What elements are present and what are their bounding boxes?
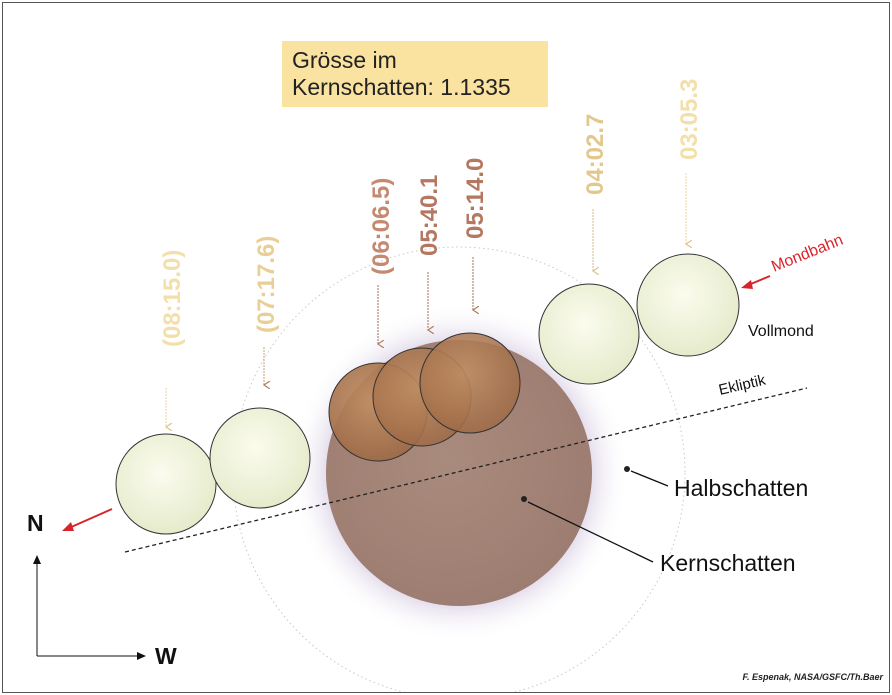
time-label: 04:02.7	[582, 114, 609, 195]
time-label: (06:06.5)	[368, 178, 395, 275]
time-label: 05:14.0	[462, 158, 489, 239]
north-axis-head	[33, 555, 41, 564]
halbschatten-label: Halbschatten	[674, 475, 808, 501]
kernschatten-dot	[521, 496, 527, 502]
kernschatten-label: Kernschatten	[660, 550, 796, 576]
mondbahn-label: Mondbahn	[769, 232, 845, 276]
west-axis-head	[137, 652, 146, 660]
vollmond-label: Vollmond	[748, 323, 814, 340]
moon-05-14	[420, 333, 520, 433]
halbschatten-dot	[624, 466, 630, 472]
time-label: 03:05.3	[676, 79, 703, 160]
exit-arrow-head	[62, 522, 74, 531]
time-label: (08:15.0)	[159, 250, 186, 347]
moon-03-05	[637, 254, 739, 356]
north-label: N	[27, 510, 44, 536]
west-label: W	[155, 643, 177, 669]
time-label: (07:17.6)	[253, 236, 280, 333]
magnitude-box: Grösse im Kernschatten: 1.1335	[282, 41, 548, 107]
ekliptik-label: Ekliptik	[717, 372, 768, 399]
moon-04-02	[539, 284, 639, 384]
magnitude-line-1: Grösse im	[292, 47, 538, 74]
credit-text: F. Espenak, NASA/GSFC/Th.Baer	[742, 672, 883, 682]
moon-07-17	[210, 408, 310, 508]
halbschatten-pointer	[631, 471, 668, 486]
mondbahn-arrow-head	[741, 280, 753, 289]
magnitude-line-2: Kernschatten: 1.1335	[292, 74, 538, 101]
exit-arrow	[69, 509, 112, 528]
time-label: 05:40.1	[416, 175, 443, 256]
moon-08-15	[116, 434, 216, 534]
